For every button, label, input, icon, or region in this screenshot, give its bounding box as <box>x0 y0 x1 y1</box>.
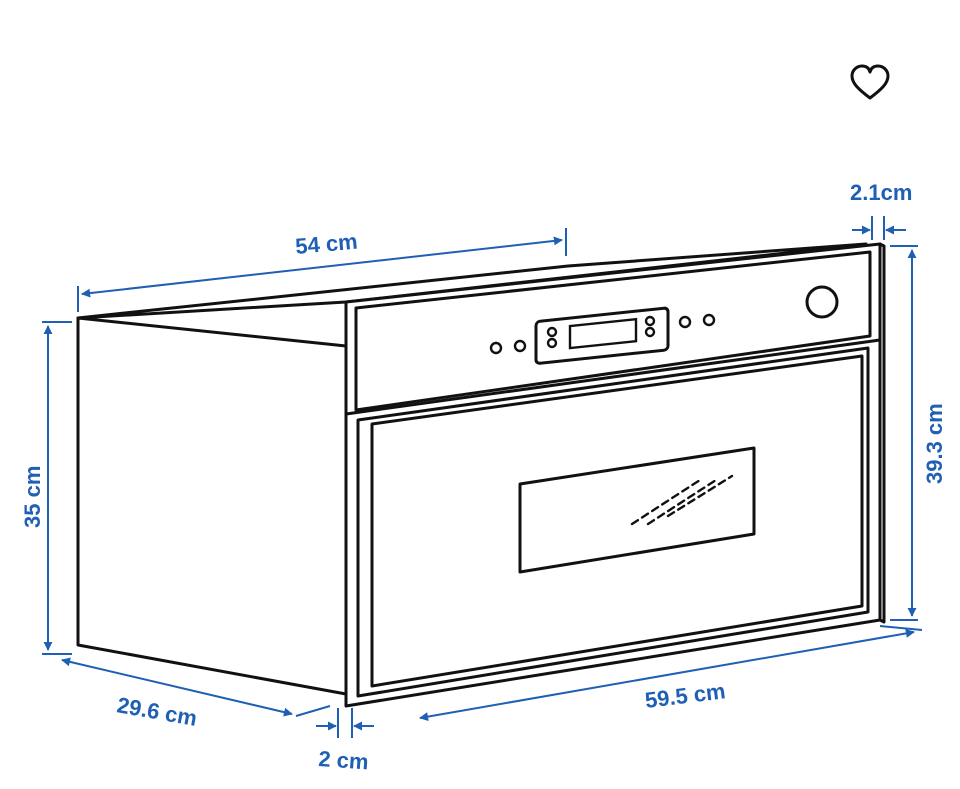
control-button <box>678 315 692 329</box>
oven-outline <box>76 242 886 708</box>
panel-controls <box>489 285 839 365</box>
display-screen <box>568 317 638 350</box>
oven-door-inner <box>370 354 864 688</box>
label-front-offset: 2 cm <box>318 746 370 774</box>
label-depth-top: 54 cm <box>294 229 358 259</box>
control-button <box>702 313 716 327</box>
favorite-heart-icon[interactable] <box>850 64 890 100</box>
label-body-height: 35 cm <box>20 466 45 528</box>
window-reflection <box>630 474 734 526</box>
display-frame <box>534 306 670 365</box>
oven-window <box>518 446 756 574</box>
oven-side-body <box>76 316 348 696</box>
label-overall-height: 39.3 cm <box>922 403 947 484</box>
control-button <box>513 339 527 353</box>
control-button <box>489 341 503 355</box>
dimension-labels: 54 cm 2.1cm 39.3 cm 35 cm 29.6 cm 59.5 c… <box>20 180 947 774</box>
label-front-thickness: 2.1cm <box>850 180 912 205</box>
label-body-depth-bottom: 29.6 cm <box>115 692 199 731</box>
control-knob <box>805 285 839 319</box>
dimension-lines <box>42 216 923 738</box>
label-width: 59.5 cm <box>644 678 727 713</box>
control-panel <box>354 250 872 412</box>
